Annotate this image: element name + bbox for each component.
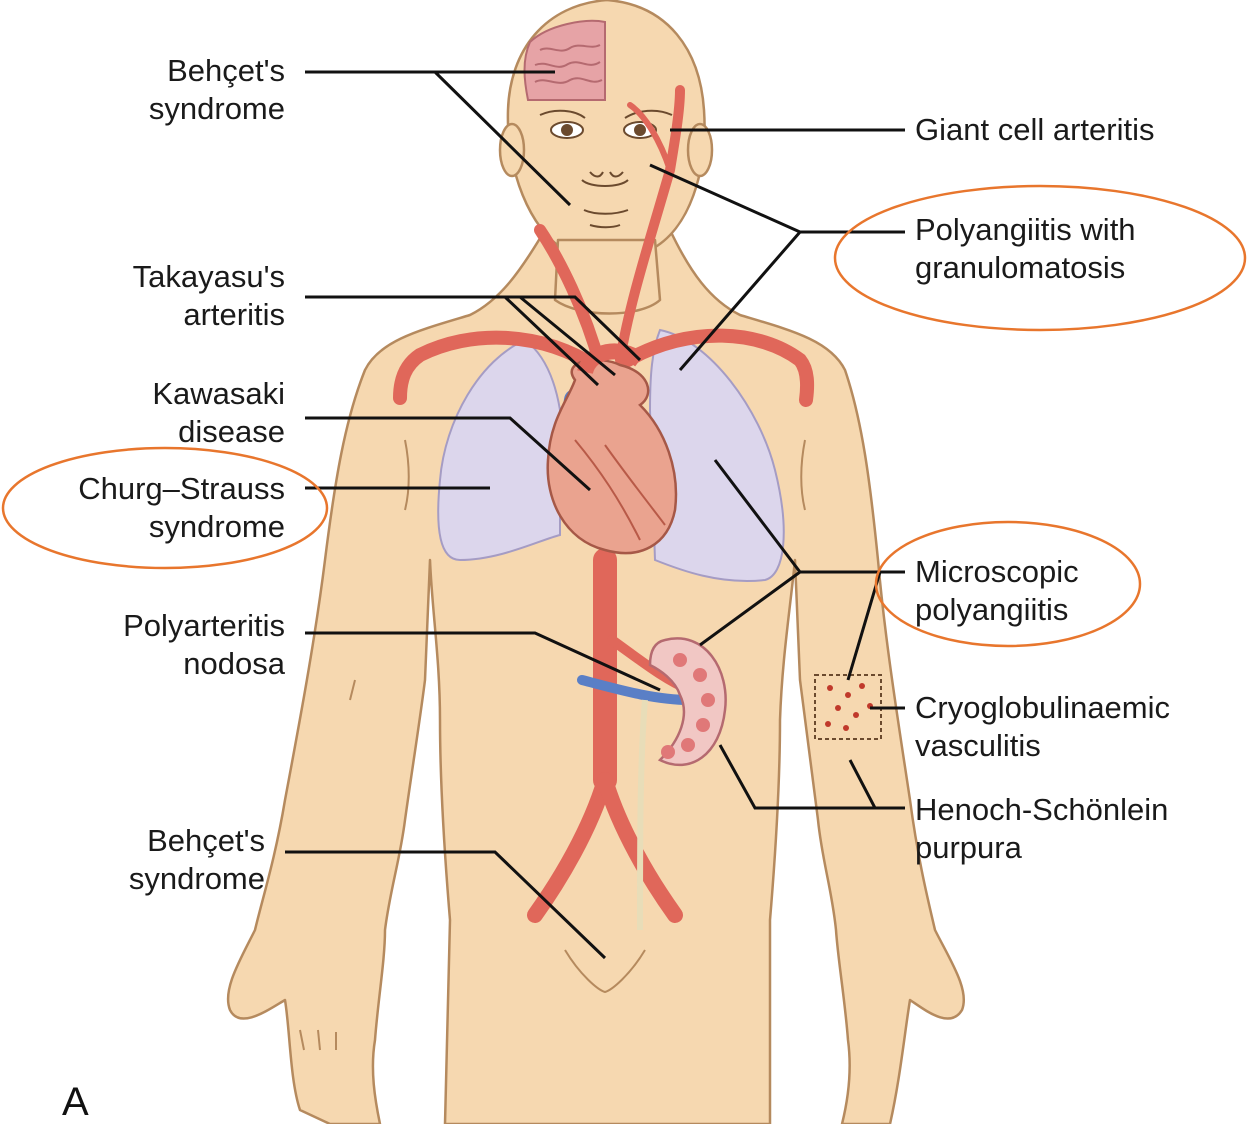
label-giant-cell-arteritis: Giant cell arteritis	[915, 111, 1154, 149]
right-ear	[688, 124, 712, 176]
left-ear	[500, 124, 524, 176]
panel-letter: A	[62, 1080, 89, 1125]
